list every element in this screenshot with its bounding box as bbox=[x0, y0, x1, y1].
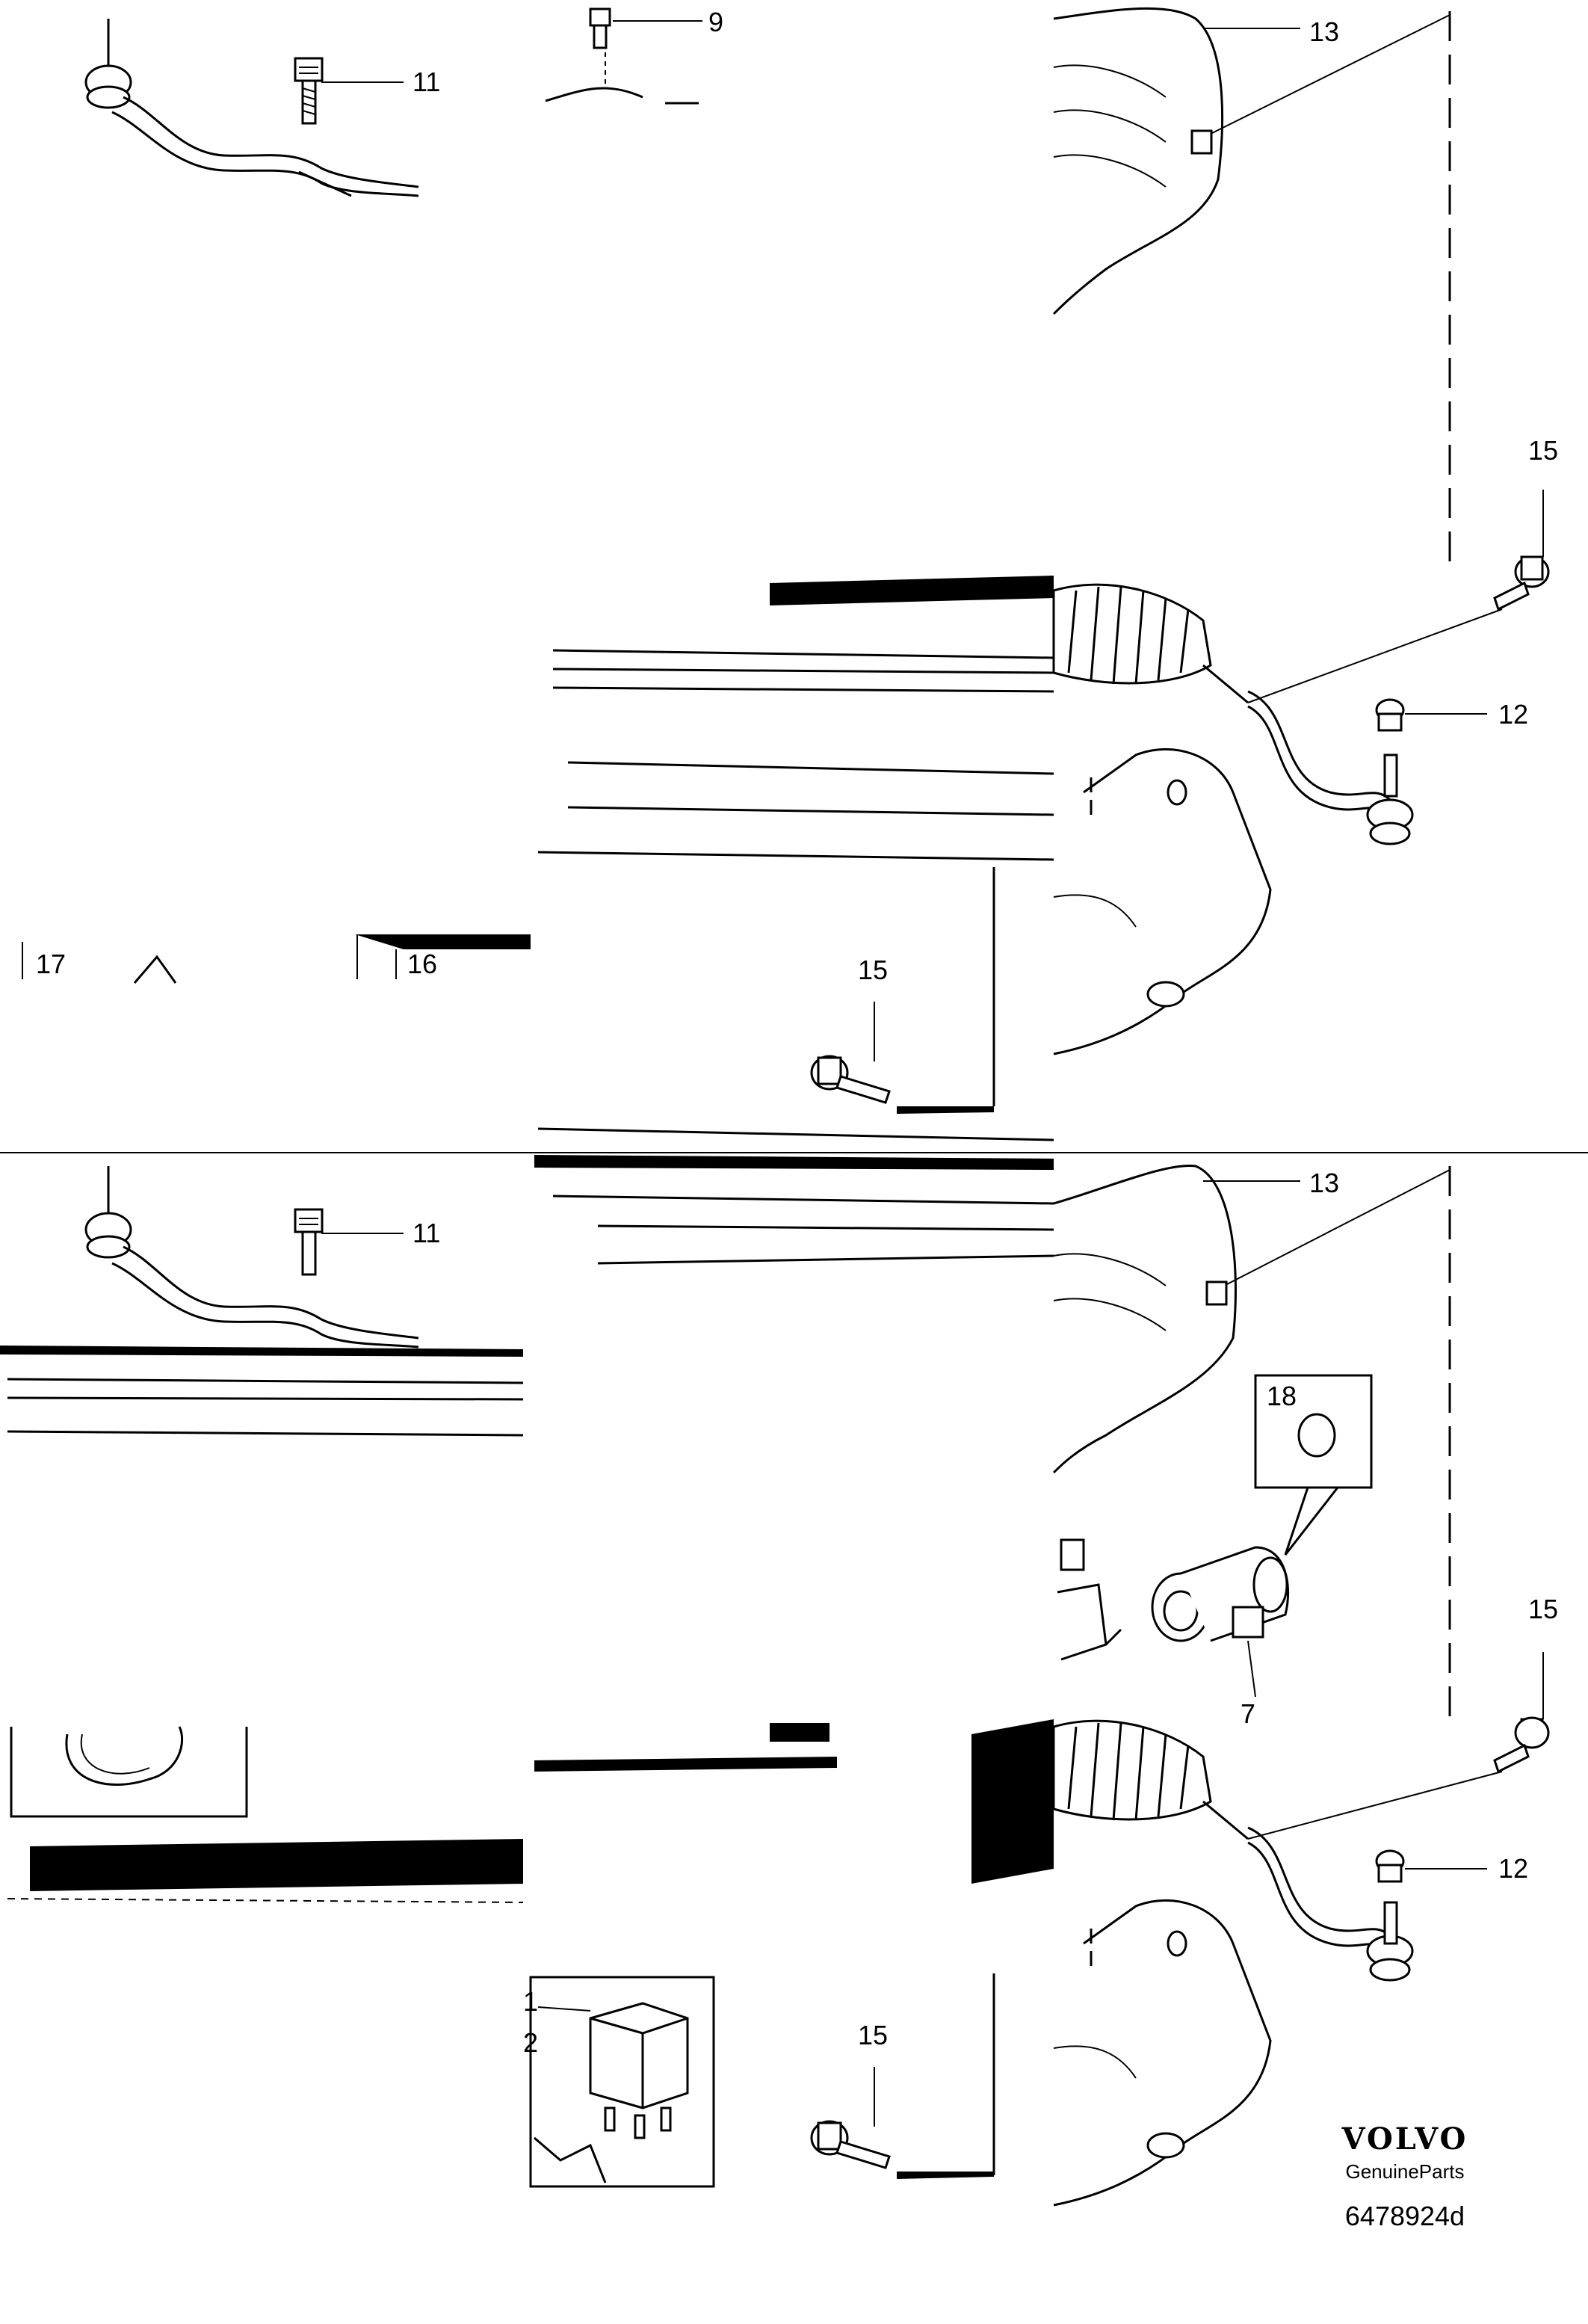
callout-15-upper-right: 15 bbox=[1528, 435, 1558, 466]
steering-rack-bottom-left bbox=[0, 1346, 524, 1437]
bolt-15-upper-right bbox=[1247, 490, 1550, 703]
o-ring-18-box bbox=[1254, 1374, 1373, 1556]
volvo-logo: VOLVO bbox=[1341, 2121, 1468, 2157]
relay-box-1-2 bbox=[529, 1976, 715, 2188]
bolt-11-top bbox=[294, 57, 404, 125]
callout-17: 17 bbox=[36, 949, 66, 979]
subframe-top bbox=[1053, 748, 1272, 1055]
steering-rack-bellows-bottom bbox=[1052, 1719, 1414, 1982]
callout-12-bottom: 12 bbox=[1498, 1853, 1528, 1884]
bolt-15-mid-upper bbox=[810, 1002, 891, 1104]
callout-16: 16 bbox=[407, 949, 437, 979]
diagram-id: 6478924d bbox=[1344, 2201, 1465, 2231]
tie-rod-end-bottom-left bbox=[84, 1166, 419, 1349]
bulkhead-bracket-top bbox=[1052, 7, 1450, 315]
callout-13-bottom: 13 bbox=[1309, 1168, 1339, 1198]
bolt-11-bottom bbox=[294, 1208, 404, 1276]
valve-7 bbox=[1151, 1546, 1290, 1698]
callout-relay-1: 1 bbox=[523, 1986, 538, 2017]
subframe-bottom bbox=[1053, 1899, 1272, 2207]
callout-15-mid-lower: 15 bbox=[858, 2020, 888, 2050]
callout-15-lower-right: 15 bbox=[1528, 1594, 1558, 1624]
bolt-9 bbox=[545, 7, 702, 105]
steering-rack-bottom-middle bbox=[534, 1155, 1054, 2179]
callout-9: 9 bbox=[708, 7, 723, 37]
callout-relay-2: 2 bbox=[523, 2027, 538, 2058]
relay-box-lower-left bbox=[7, 1726, 524, 1903]
steering-rack-bellows-top bbox=[1052, 583, 1414, 845]
bulkhead-bracket-bottom bbox=[1052, 1165, 1450, 1474]
callout-18: 18 bbox=[1267, 1381, 1297, 1411]
part-16-fragment bbox=[355, 934, 531, 949]
nut-12-top bbox=[1375, 698, 1487, 798]
part-17-fragment bbox=[133, 955, 177, 984]
callout-12-top: 12 bbox=[1498, 699, 1528, 730]
bolt-15-lower-right bbox=[1247, 1652, 1550, 1840]
nut-12-bottom bbox=[1375, 1849, 1487, 1945]
callout-15-mid-upper: 15 bbox=[858, 955, 888, 985]
callout-11-bottom: 11 bbox=[413, 1218, 440, 1248]
callout-7: 7 bbox=[1241, 1698, 1255, 1729]
bolt-15-mid-lower bbox=[810, 2067, 891, 2169]
genuine-parts-label: GenuineParts bbox=[1345, 2160, 1465, 2183]
steering-input-fragment bbox=[1057, 1538, 1122, 1661]
steering-rack-top-middle bbox=[537, 576, 1054, 1141]
tie-rod-end-top-left bbox=[84, 19, 419, 197]
callout-11-top: 11 bbox=[413, 67, 440, 97]
callout-13-top: 13 bbox=[1309, 16, 1339, 47]
